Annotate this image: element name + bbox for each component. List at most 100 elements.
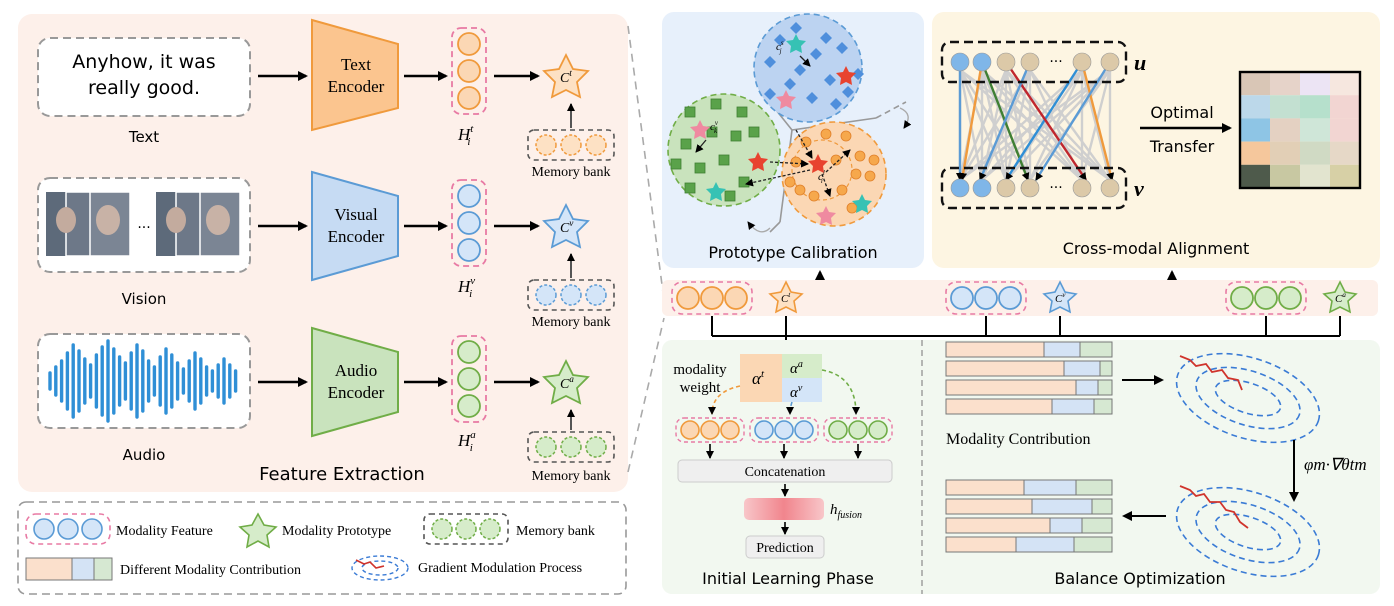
- matrix-cell: [1270, 95, 1300, 119]
- audio-waveform: [48, 339, 238, 423]
- text-modality-label: Text: [128, 128, 159, 146]
- dot-point: [850, 168, 862, 180]
- dot-point: [820, 128, 832, 140]
- vision-ellipsis: ···: [137, 220, 150, 236]
- matrix-cell: [1240, 141, 1270, 165]
- v-label: v: [1134, 176, 1144, 201]
- audio-memory-bank: [527, 431, 615, 463]
- optimal-transfer-label-2: Transfer: [1149, 137, 1215, 156]
- cluster-star-pink-2: [690, 120, 710, 139]
- bar-segment-text: [945, 379, 1077, 396]
- cluster-star-teal-3: [852, 194, 872, 213]
- green-cluster-points: [670, 98, 760, 202]
- square-point: [710, 98, 722, 110]
- square-point: [670, 158, 682, 170]
- text-input-line2: really good.: [88, 77, 200, 99]
- matrix-cell: [1270, 72, 1300, 96]
- transport-line: [959, 69, 1111, 181]
- audio-prototype-star: [542, 358, 590, 405]
- bar-segment-audio: [1091, 498, 1113, 515]
- loss-landscape-top: [1175, 352, 1321, 444]
- diamond-point: [790, 22, 802, 34]
- dot-point: [784, 176, 796, 188]
- contribution-bars-bottom: [945, 479, 1113, 553]
- prediction-box: [745, 535, 825, 559]
- cluster-star-red-2: [748, 152, 768, 171]
- matrix-cell: [1300, 164, 1330, 188]
- bar-segment-visual: [1075, 379, 1099, 396]
- square-point: [680, 138, 692, 150]
- legend-gradient-modulation-icon: [351, 555, 409, 581]
- diamond-point: [794, 64, 806, 76]
- dot-point: [840, 130, 852, 142]
- strip-audio-prototype-star: [1322, 280, 1358, 314]
- transport-matrix: [1240, 72, 1360, 188]
- bar-segment-audio: [1075, 479, 1113, 496]
- prototype-calibration-title: Prototype Calibration: [708, 243, 877, 262]
- diamond-point: [806, 92, 818, 104]
- dot-point: [794, 184, 806, 196]
- diamond-point: [764, 88, 776, 100]
- balance-optimization-title: Balance Optimization: [1054, 569, 1225, 588]
- matrix-cell: [1330, 95, 1360, 119]
- bar-segment-audio: [1097, 379, 1113, 396]
- diamond-point: [764, 56, 776, 68]
- cross-modal-alignment-title: Cross-modal Alignment: [1063, 239, 1249, 258]
- square-point: [736, 106, 748, 118]
- square-point: [684, 182, 696, 194]
- diamond-point: [774, 34, 786, 46]
- concatenation-label: Concatenation: [745, 465, 826, 480]
- u-label: u: [1134, 50, 1146, 75]
- dot-point: [836, 184, 848, 196]
- orange-cluster-points: [784, 128, 880, 214]
- text-prototype-star: [542, 52, 590, 99]
- text-encoder-label-1: Text: [341, 55, 371, 74]
- gradient-formula: φm·∇θtm: [1304, 455, 1367, 474]
- diamond-point: [842, 86, 854, 98]
- bar-segment-text: [945, 341, 1045, 358]
- square-point: [706, 126, 718, 138]
- transport-line: [959, 69, 1083, 181]
- cluster-star-red-3: [808, 154, 828, 173]
- il-to-concat-arrows: [706, 444, 862, 459]
- text-cluster-inner: [791, 139, 853, 201]
- bar-segment-visual: [1051, 398, 1095, 415]
- matrix-cell: [1270, 141, 1300, 165]
- visual-memory-bank-label: Memory bank: [532, 315, 611, 330]
- matrix-cell: [1240, 95, 1270, 119]
- bar-segment-visual: [1063, 360, 1101, 377]
- visual-cluster-points: [764, 22, 864, 110]
- contribution-bars-top: [945, 341, 1113, 415]
- bar-segment-text: [945, 360, 1065, 377]
- transport-matrix-border: [1238, 70, 1362, 190]
- h-fusion-label: hfusion: [830, 502, 862, 521]
- u-row-ellipsis: ···: [1049, 54, 1062, 70]
- transport-line: [1028, 69, 1084, 181]
- cluster-star-pink-1: [776, 90, 796, 109]
- bar-segment-audio: [1099, 360, 1113, 377]
- matrix-cell: [1330, 118, 1360, 142]
- diamond-point: [830, 98, 842, 110]
- bar-segment-text: [945, 536, 1017, 553]
- visual-encoder-label-1: Visual: [334, 205, 378, 224]
- visual-prototype-label: Cv: [560, 218, 573, 236]
- text-feature-stack: [451, 27, 487, 115]
- dot-point: [854, 150, 866, 162]
- text-input-line1: Anyhow, it was: [72, 51, 215, 73]
- audio-memory-bank-label: Memory bank: [532, 469, 611, 484]
- matrix-cell: [1300, 141, 1330, 165]
- vision-frames-left: [46, 191, 131, 257]
- matrix-cell: [1330, 164, 1360, 188]
- bar-segment-audio: [1079, 341, 1113, 358]
- legend-modality-feature: Modality Feature: [116, 524, 213, 539]
- il-audio-feature: [823, 417, 893, 443]
- strip-audio-prototype-label: Ca: [1335, 291, 1346, 305]
- visual-prototype-star: [542, 202, 590, 249]
- diamond-point: [852, 68, 864, 80]
- strip-bracket-lines: [711, 316, 1341, 337]
- cluster-star-pink-3: [816, 206, 836, 225]
